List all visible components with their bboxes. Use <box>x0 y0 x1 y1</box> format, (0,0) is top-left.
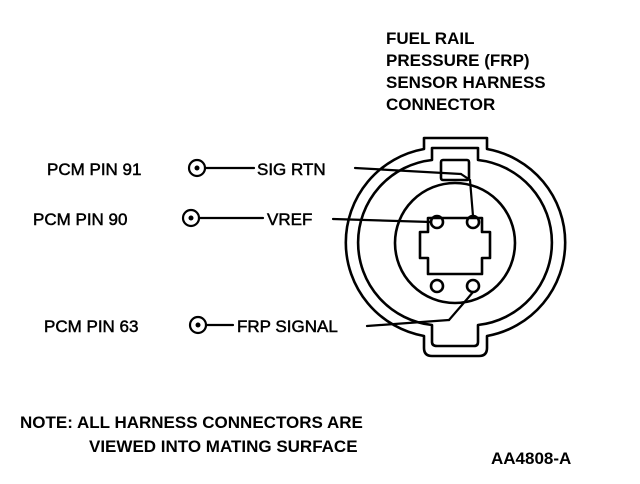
connector-outer-shell <box>344 136 567 358</box>
pcm-pin-label: PCM PIN 63 <box>44 317 138 336</box>
pin-row-90: PCM PIN 90 VREF <box>33 208 433 229</box>
terminal-cavity <box>418 216 492 276</box>
terminal-pin-lower-right <box>465 278 481 294</box>
title-line-3: SENSOR HARNESS <box>386 73 546 92</box>
circuit-lead <box>331 217 433 224</box>
pcm-pin-label: PCM PIN 91 <box>47 160 141 179</box>
pcm-terminal-dot <box>194 165 200 171</box>
circuit-label: SIG RTN <box>257 160 326 179</box>
pin-row-63: PCM PIN 63 FRP SIGNAL <box>44 290 475 336</box>
title-line-2: PRESSURE (FRP) <box>386 51 530 70</box>
circuit-lead <box>353 166 463 176</box>
connector-title: FUEL RAIL PRESSURE (FRP) SENSOR HARNESS … <box>386 29 546 114</box>
title-line-1: FUEL RAIL <box>386 29 474 48</box>
pcm-terminal-dot <box>195 322 201 328</box>
note-line-1: NOTE: ALL HARNESS CONNECTORS ARE <box>20 413 363 432</box>
harness-connector <box>344 136 567 358</box>
pcm-pin-label: PCM PIN 90 <box>33 210 127 229</box>
latch-window <box>439 158 471 182</box>
circuit-label: FRP SIGNAL <box>237 317 338 336</box>
circuit-lead-tail <box>459 172 475 218</box>
terminal-pin-lower-left <box>429 278 445 294</box>
note-line-2: VIEWED INTO MATING SURFACE <box>89 437 358 456</box>
pin-row-91: PCM PIN 91 SIG RTN <box>47 158 475 218</box>
circuit-lead <box>365 318 451 328</box>
circuit-label: VREF <box>267 210 312 229</box>
viewing-note: NOTE: ALL HARNESS CONNECTORS ARE VIEWED … <box>20 413 363 456</box>
mating-face <box>393 181 517 305</box>
circuit-lead-tail <box>447 290 475 322</box>
title-line-4: CONNECTOR <box>386 95 495 114</box>
figure-id: AA4808-A <box>491 449 571 468</box>
pcm-terminal-dot <box>188 215 194 221</box>
connector-inner-ring <box>356 146 554 348</box>
